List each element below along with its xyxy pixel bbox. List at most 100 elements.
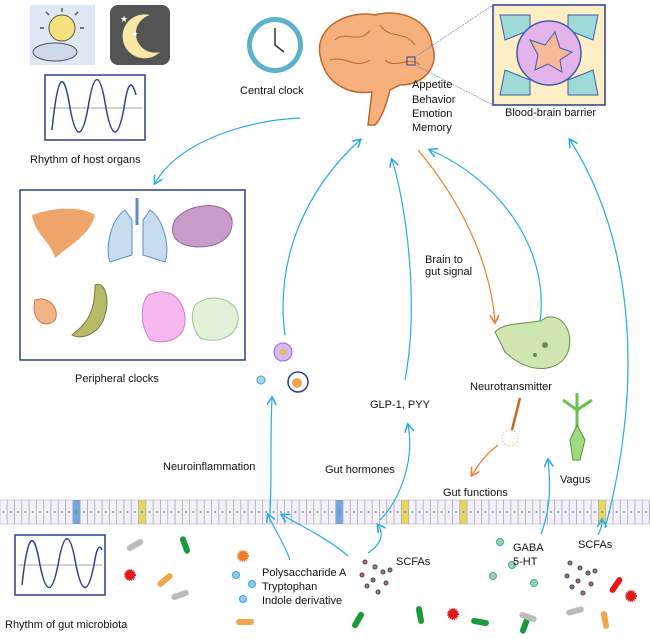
cell-nucleus	[447, 511, 450, 513]
svg-text:★: ★	[120, 14, 128, 24]
liver-icon	[32, 208, 95, 258]
cell-nucleus	[75, 511, 78, 513]
cell-nucleus	[287, 511, 290, 513]
neuroinflammation-label: Neuroinflammation	[163, 461, 256, 473]
microbe-cell	[625, 590, 637, 602]
cell-nucleus	[17, 511, 20, 513]
cell-nucleus	[528, 511, 531, 513]
scfa-particle	[569, 584, 575, 590]
cell-nucleus	[141, 511, 144, 513]
scfa-particle	[577, 565, 583, 571]
cell-nucleus	[60, 511, 63, 513]
cell-nucleus	[455, 511, 458, 513]
cell-nucleus	[513, 511, 516, 513]
scfa-particle	[364, 583, 370, 589]
cell-nucleus	[112, 511, 114, 513]
cell-nucleus	[148, 511, 151, 513]
serotonin-label: 5-HT	[513, 556, 538, 568]
cell-nucleus	[177, 511, 180, 513]
peripheral-organs-panel	[19, 189, 246, 361]
bacterium	[126, 539, 144, 551]
metabolite-particle	[232, 571, 240, 579]
vagus-label: Vagus	[560, 474, 591, 486]
cell-nucleus	[236, 511, 239, 513]
gut-functions-label: Gut functions	[443, 487, 508, 499]
bacterium	[609, 577, 623, 593]
cell-nucleus	[564, 511, 567, 513]
cell-nucleus	[133, 511, 136, 513]
enteric-neuron-icon	[494, 316, 571, 369]
bacterium	[600, 611, 610, 629]
neurotransmitter-label: Neurotransmitter	[470, 381, 552, 393]
scfa-particle	[370, 577, 376, 583]
cell-nucleus	[498, 511, 501, 513]
kidney-icon	[33, 298, 57, 325]
gut-microbiota	[124, 536, 637, 634]
bacterium	[171, 589, 189, 601]
cell-nucleus	[601, 511, 604, 513]
cell-nucleus	[637, 511, 640, 513]
vagus-neuron-icon	[562, 393, 593, 461]
cell-nucleus	[440, 511, 443, 513]
blood-brain-barrier-illustration	[492, 4, 606, 106]
cell-nucleus	[557, 511, 560, 513]
cell-nucleus	[630, 511, 633, 513]
cell-nucleus	[82, 511, 85, 513]
cell-nucleus	[586, 511, 589, 513]
neurotransmitter-particle	[496, 538, 504, 546]
gut-rhythm-label: Rhythm of gut microbiota	[5, 619, 128, 631]
cell-nucleus	[425, 511, 428, 513]
metabolite-particle	[248, 580, 256, 588]
cell-nucleus	[345, 511, 348, 513]
cell-nucleus	[206, 511, 209, 513]
lungs-icon	[107, 198, 168, 263]
intestine-icon	[191, 297, 239, 341]
cell-nucleus	[411, 511, 414, 513]
brain-icon	[318, 12, 435, 126]
scfa-particle	[592, 568, 598, 574]
cell-nucleus	[272, 511, 275, 513]
cell-nucleus	[24, 511, 27, 513]
brain-function-emotion: Emotion	[412, 108, 453, 120]
central-clock-label: Central clock	[240, 85, 304, 97]
cell-nucleus	[433, 511, 436, 513]
cell-nucleus	[491, 511, 494, 513]
cell-nucleus	[119, 511, 122, 513]
cell-nucleus	[462, 511, 465, 513]
scfa-particle	[383, 580, 389, 586]
heart-icon	[141, 291, 186, 343]
cell-nucleus	[506, 511, 509, 513]
neurotransmitter-particle	[489, 572, 497, 580]
cell-nucleus	[469, 511, 472, 513]
brain-to-gut-label-2: gut signal	[425, 266, 473, 278]
scfa-particle	[567, 560, 573, 566]
scfa-particle	[387, 567, 393, 573]
cell-nucleus	[316, 511, 319, 513]
cell-nucleus	[163, 511, 166, 513]
glp1-pyy-label: GLP-1, PYY	[370, 399, 430, 411]
cell-nucleus	[53, 511, 56, 513]
immune-cells-icon	[256, 342, 309, 393]
bacterium	[519, 611, 537, 623]
neurotransmitter-particle	[508, 561, 516, 569]
cell-nucleus	[579, 511, 582, 513]
cell-nucleus	[571, 511, 574, 513]
moon-icon: ★★	[110, 5, 170, 65]
scfa-particle	[362, 559, 368, 565]
microbe-cell	[447, 608, 459, 620]
orange-arrows	[417, 149, 498, 475]
cell-nucleus	[2, 511, 5, 513]
cell-nucleus	[535, 511, 538, 513]
spleen-icon	[172, 205, 233, 248]
cell-nucleus	[185, 511, 187, 513]
cell-nucleus	[382, 511, 385, 513]
cell-nucleus	[39, 511, 41, 513]
cell-nucleus	[360, 511, 363, 513]
scfa-particle	[359, 572, 365, 578]
host-rhythm-label: Rhythm of host organs	[30, 154, 141, 166]
cell-nucleus	[46, 511, 49, 513]
cell-nucleus	[623, 511, 625, 513]
peripheral-clocks-label: Peripheral clocks	[75, 373, 159, 385]
cell-nucleus	[31, 511, 34, 513]
cell-nucleus	[68, 511, 71, 513]
